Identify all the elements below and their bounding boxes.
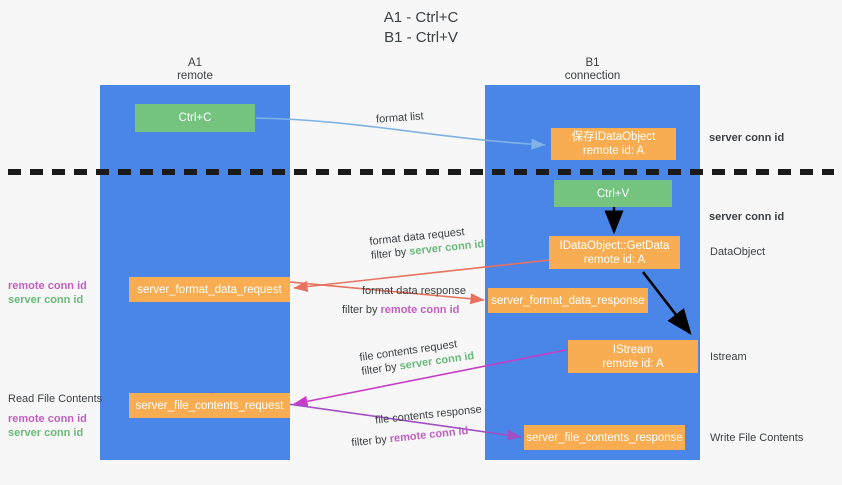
lane-header-a1: A1 remote: [100, 57, 290, 83]
node-istream-line1: IStream: [612, 343, 654, 356]
right-label-istream: Istream: [710, 350, 747, 364]
filter-value-remote-conn-id: remote conn id: [389, 425, 469, 446]
node-save-idataobject-line2: remote id: A: [582, 145, 645, 157]
left-label-read-file-contents-text: Read File Contents: [8, 393, 103, 405]
left-label-server-conn-id-2: server conn id: [8, 427, 84, 439]
edge-label-format-list-text: format list: [375, 110, 425, 126]
node-save-idataobject-line1: 保存IDataObject: [571, 131, 656, 143]
lane-a1-sub: remote: [177, 70, 213, 82]
title-line-2: B1 - Ctrl+V: [384, 29, 458, 46]
left-label-server-conn-id-1: server conn id: [8, 294, 84, 306]
left-label-remote-conn-id-2: remote conn id: [8, 413, 87, 425]
node-server-file-contents-response[interactable]: server_file_contents_response: [524, 425, 685, 450]
node-server-format-data-request[interactable]: server_format_data_request: [129, 277, 290, 302]
edge-label-file-contents-request: file contents request filter by server c…: [359, 335, 476, 379]
node-server-format-data-request-label: server_format_data_request: [137, 283, 282, 296]
right-label-write-file-contents: Write File Contents: [710, 431, 803, 445]
left-label-remote-conn-id-1: remote conn id: [8, 280, 87, 292]
right-label-dataobject: DataObject: [710, 245, 765, 259]
right-label-server-conn-id-mid-text: server conn id: [709, 211, 785, 223]
node-save-idataobject[interactable]: 保存IDataObject remote id: A: [551, 128, 676, 160]
lane-b1-sub: connection: [564, 70, 621, 82]
filter-prefix: filter by: [342, 304, 381, 316]
left-label-read-file-contents: Read File Contents: [8, 392, 102, 406]
right-label-istream-text: Istream: [710, 351, 747, 363]
filter-value-remote-conn-id: remote conn id: [380, 304, 460, 316]
lane-b1-name: B1: [585, 57, 600, 69]
node-idataobject-getdata[interactable]: IDataObject::GetData remote id: A: [549, 236, 680, 269]
right-label-write-file-contents-text: Write File Contents: [710, 432, 804, 444]
edge-label-format-list: format list: [376, 109, 425, 126]
right-label-dataobject-text: DataObject: [710, 246, 766, 258]
edge-label-format-data-response-filter: filter by remote conn id: [342, 303, 466, 317]
right-label-server-conn-id-top: server conn id: [709, 131, 784, 145]
node-server-file-contents-request-label: server_file_contents_request: [135, 399, 284, 412]
node-ctrl-c[interactable]: Ctrl+C: [135, 104, 255, 132]
title-line-1: A1 - Ctrl+C: [383, 9, 459, 26]
edge-label-format-data-response: format data response filter by remote co…: [342, 284, 466, 317]
filter-prefix: filter by: [360, 360, 401, 378]
node-istream[interactable]: IStream remote id: A: [568, 340, 698, 373]
edge-label-file-contents-response: file contents response filter by remote …: [351, 403, 485, 449]
node-getdata-line1: IDataObject::GetData: [559, 239, 670, 252]
node-ctrl-v-label: Ctrl+V: [596, 187, 630, 200]
right-label-server-conn-id-mid: server conn id: [709, 210, 784, 224]
lane-header-b1: B1 connection: [485, 57, 700, 83]
node-server-file-contents-response-label: server_file_contents_response: [526, 431, 683, 444]
edge-label-format-data-response-text: format data response: [362, 285, 466, 297]
filter-prefix: filter by: [350, 433, 391, 450]
node-istream-line2: remote id: A: [602, 357, 664, 370]
lane-a1-name: A1: [187, 57, 203, 69]
node-ctrl-c-label: Ctrl+C: [178, 112, 212, 124]
diagram-title: A1 - Ctrl+C B1 - Ctrl+V: [0, 8, 842, 48]
left-label-conn-ids-top: remote conn id server conn id: [8, 279, 87, 307]
node-server-file-contents-request[interactable]: server_file_contents_request: [129, 393, 290, 418]
node-getdata-line2: remote id: A: [583, 253, 646, 266]
edge-label-file-contents-response-filter: filter by remote conn id: [351, 422, 485, 450]
node-server-format-data-response[interactable]: server_format_data_response: [488, 288, 648, 313]
left-label-conn-ids-bottom: remote conn id server conn id: [8, 412, 87, 440]
node-ctrl-v[interactable]: Ctrl+V: [554, 180, 672, 207]
node-server-format-data-response-label: server_format_data_response: [491, 294, 645, 307]
edge-label-format-data-request: format data request filter by server con…: [369, 223, 485, 263]
filter-prefix: filter by: [370, 245, 410, 262]
right-label-server-conn-id-top-text: server conn id: [709, 132, 785, 144]
